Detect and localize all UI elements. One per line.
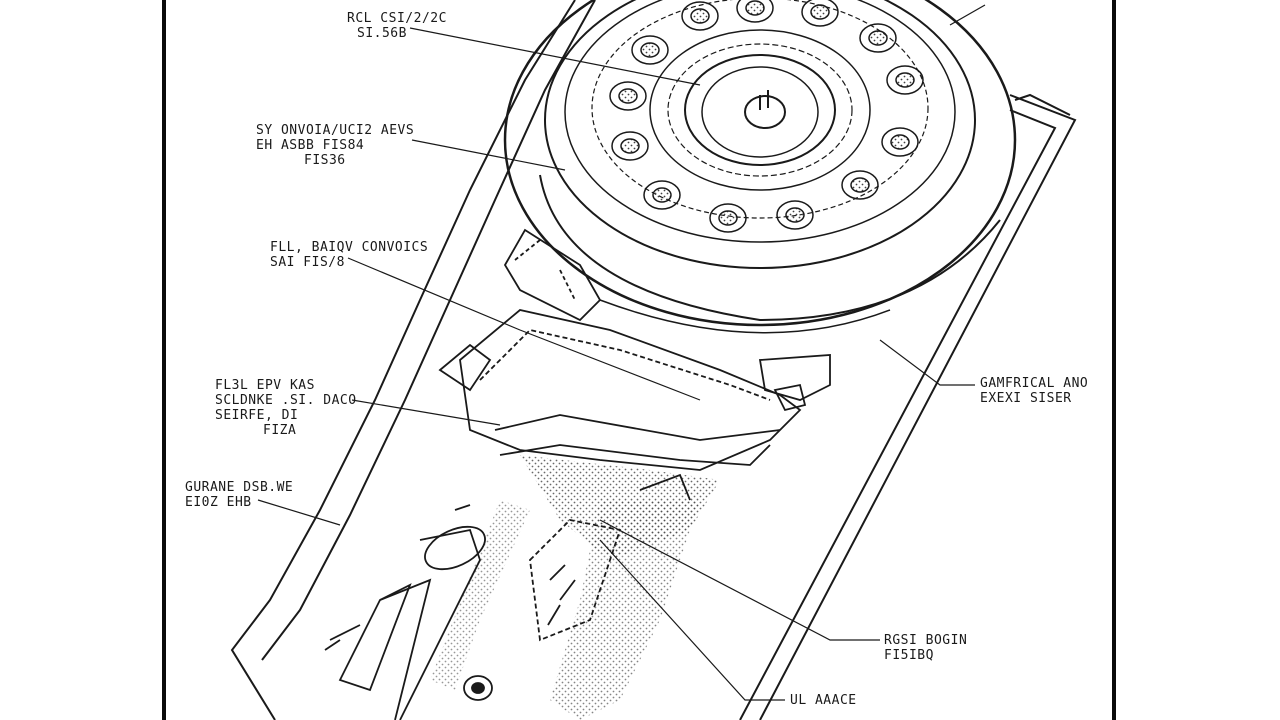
drum-assembly	[503, 0, 1017, 334]
callout-right: GAMFRICAL ANO EXEXI SISER	[980, 376, 1088, 406]
callout-line: UL AAACE	[790, 693, 857, 708]
control-bracket	[438, 228, 831, 471]
drum-hub	[744, 90, 786, 129]
callout-bottom-left: GURANE DSB.WE EI0Z EHB	[185, 480, 293, 510]
callout-line: FIS36	[304, 153, 346, 168]
callout-top: RCL CSI/2/2C SI.56B	[347, 11, 447, 41]
callout-line: GAMFRICAL ANO	[980, 376, 1089, 391]
callout-lower-left: FL3L EPV KAS SCLDNKE .SI. DACO SEIRFE, D…	[215, 378, 357, 438]
callout-line: SCLDNKE .SI. DACO	[215, 393, 357, 408]
callout-upper-left: SY ONVOIA/UCI2 AEVS EH ASBB FIS84 FIS36	[256, 123, 414, 168]
callout-bottom: UL AAACE	[790, 693, 857, 708]
callout-bottom-right: RGSI BOGIN FI5IBQ	[884, 633, 967, 663]
callout-line: FL3L EPV KAS	[215, 378, 315, 393]
callout-mid-left: FLL, BAIQV CONVOICS SAI FIS/8	[270, 240, 428, 270]
callout-line: EH ASBB FIS84	[256, 138, 365, 153]
right-frame-border	[1112, 0, 1116, 720]
callout-line: FI5IBQ	[884, 648, 934, 663]
callout-line: GURANE DSB.WE	[185, 480, 294, 495]
callout-line: FLL, BAIQV CONVOICS	[270, 240, 429, 255]
left-frame-border	[162, 0, 166, 720]
callout-line: RGSI BOGIN	[884, 633, 968, 648]
callout-line: RCL CSI/2/2C	[347, 11, 447, 26]
callout-line: FIZA	[263, 423, 297, 438]
callout-line: EI0Z EHB	[185, 495, 252, 510]
callout-line: SAI FIS/8	[270, 255, 345, 270]
callout-line: SI.56B	[357, 26, 407, 41]
stippled-regions	[430, 455, 720, 720]
callout-line: SY ONVOIA/UCI2 AEVS	[256, 123, 415, 138]
callout-line: SEIRFE, DI	[215, 408, 299, 423]
callout-line: EXEXI SISER	[980, 391, 1072, 406]
leader-lines	[257, 4, 986, 701]
drum-holes	[609, 0, 924, 233]
lower-components	[324, 473, 691, 720]
